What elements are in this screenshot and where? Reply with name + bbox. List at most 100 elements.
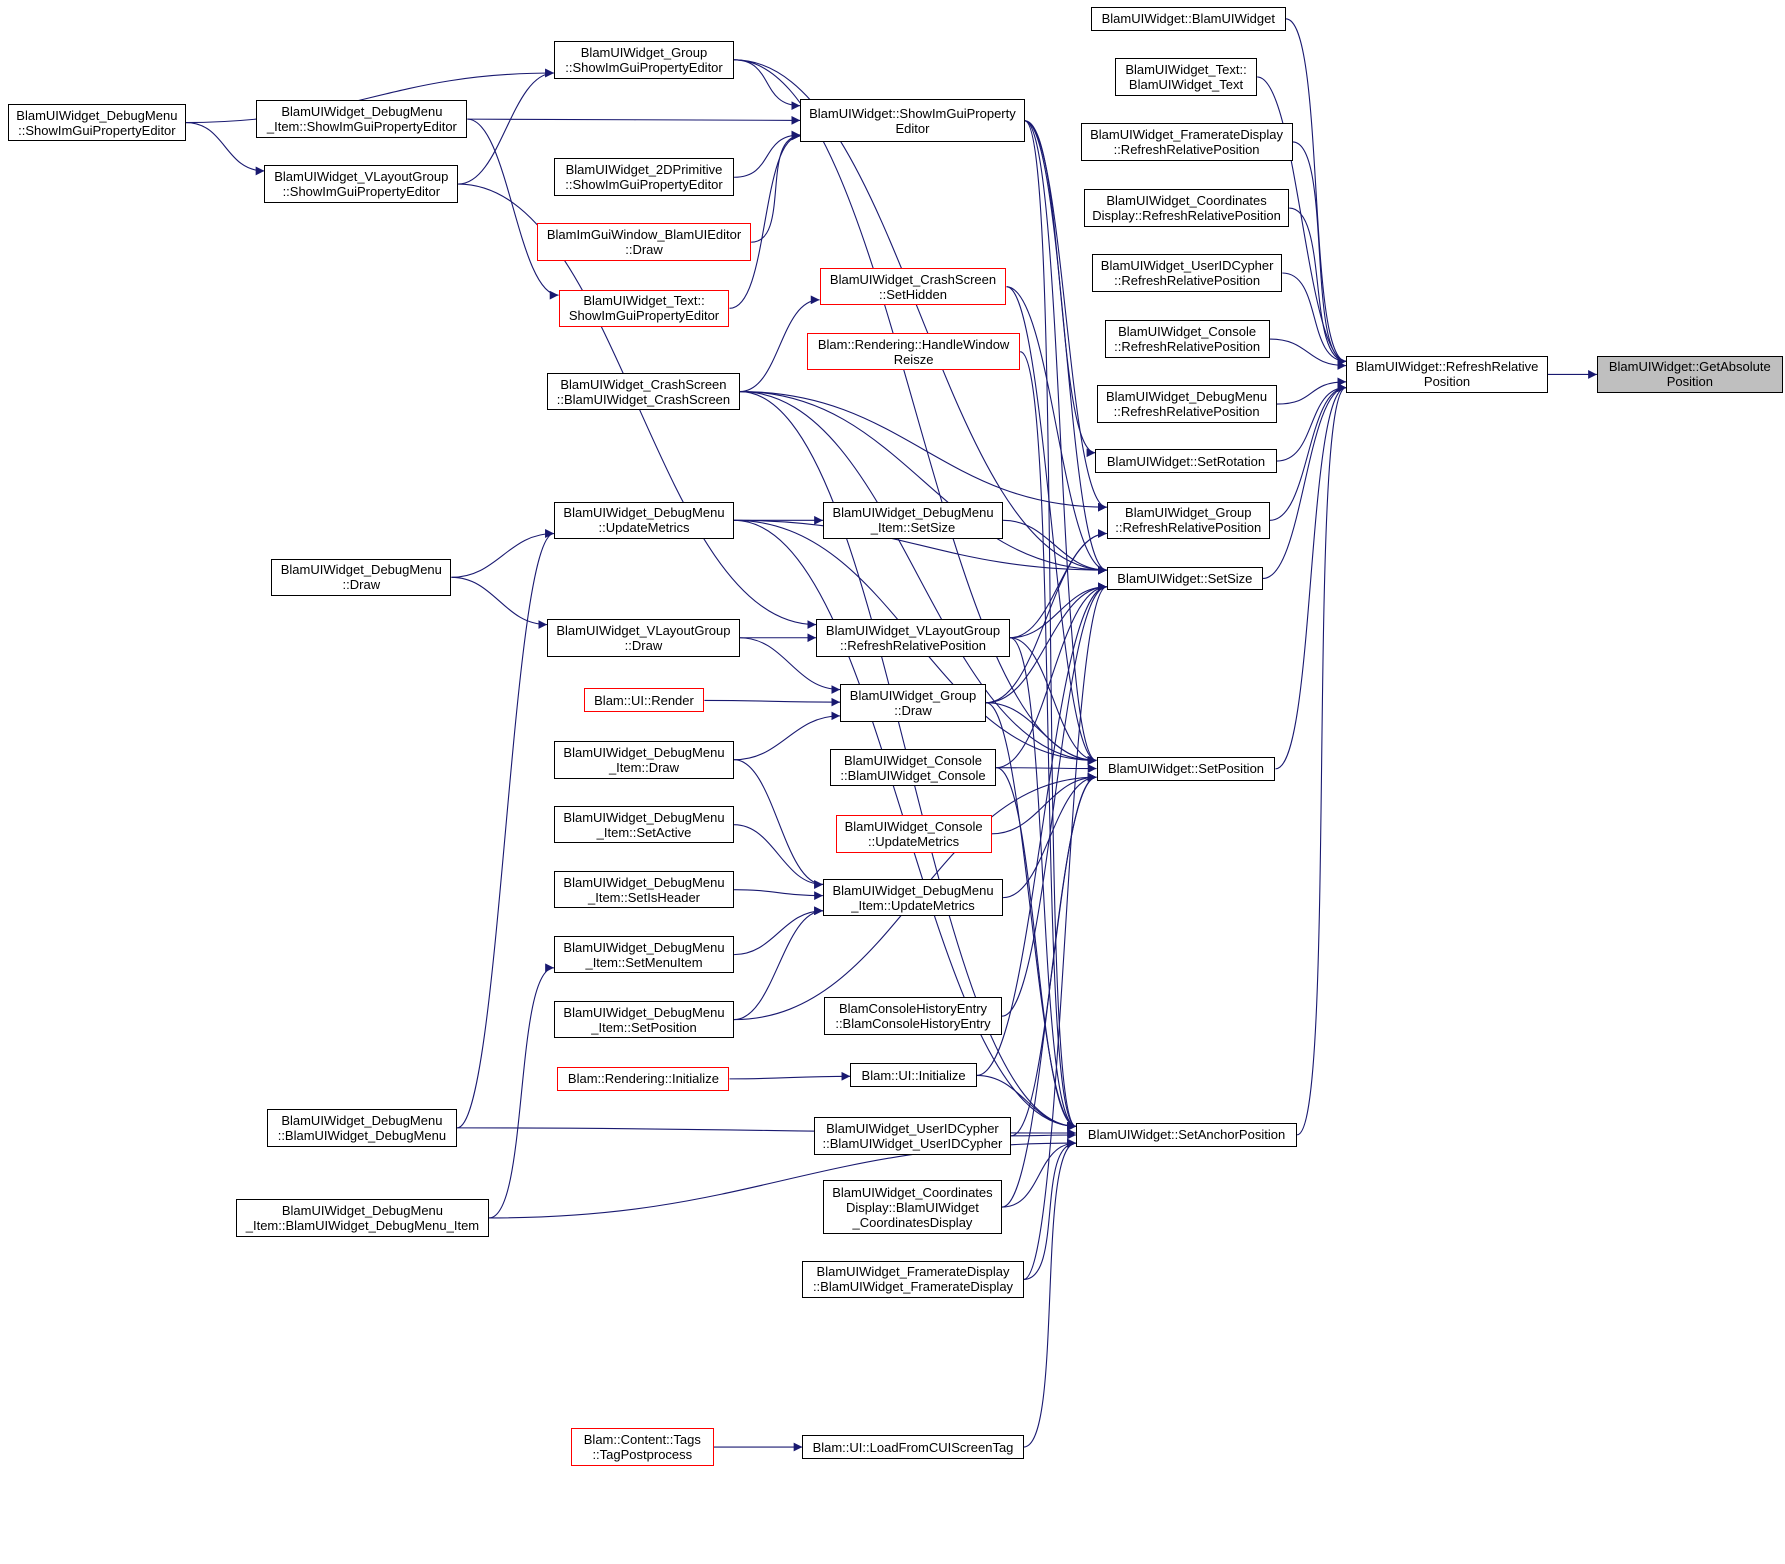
edge-uiinit-to-setsize <box>976 582 1107 1076</box>
edge-dmdraw-to-vldraw <box>451 576 548 629</box>
graph-node-cshid[interactable]: BlamUIWidget_CrashScreen::SetHidden <box>819 267 1007 306</box>
graph-node-rinit[interactable]: Blam::Rendering::Initialize <box>557 1066 730 1091</box>
edge-conum-to-setpos <box>991 772 1097 835</box>
graph-node-label: Display::BlamUIWidget <box>845 1199 979 1215</box>
edge-hwr-to-setanc <box>1019 351 1077 1131</box>
graph-node-label: BlamUIWidget_DebugMenu <box>563 505 725 521</box>
graph-node-label: ::UpdateMetrics <box>598 520 690 536</box>
graph-node-label: BlamUIWidget_Text <box>1128 76 1244 92</box>
edge-conctor-to-setpos <box>996 764 1097 773</box>
graph-node-label: BlamUIWidget_UserIDCypher <box>826 1120 999 1136</box>
edge-setanc-to-rrp <box>1296 383 1347 1136</box>
graph-node-dmictor[interactable]: BlamUIWidget_DebugMenu_Item::BlamUIWidge… <box>235 1199 489 1237</box>
graph-node-loadcui[interactable]: Blam::UI::LoadFromCUIScreenTag <box>802 1435 1024 1459</box>
graph-node-label: BlamUIWidget_DebugMenu <box>280 562 442 578</box>
graph-node-p2show[interactable]: BlamUIWidget_2DPrimitive::ShowImGuiPrope… <box>553 158 735 197</box>
graph-node-uctor[interactable]: BlamUIWidget_UserIDCypher::BlamUIWidget_… <box>813 1117 1012 1155</box>
graph-node-dmium[interactable]: BlamUIWidget_DebugMenu_Item::UpdateMetri… <box>822 878 1004 917</box>
graph-node-dmrrp[interactable]: BlamUIWidget_DebugMenu::RefreshRelativeP… <box>1096 385 1277 423</box>
edge-fdctor-to-setanc <box>1023 1138 1077 1281</box>
graph-node-dmiss[interactable]: BlamUIWidget_DebugMenu_Item::SetSize <box>822 501 1004 540</box>
graph-node-dmctor[interactable]: BlamUIWidget_DebugMenu::BlamUIWidget_Deb… <box>266 1109 458 1147</box>
graph-node-imdraw[interactable]: BlamImGuiWindow_BlamUIEditor::Draw <box>536 223 752 262</box>
graph-node-dmimi[interactable]: BlamUIWidget_DebugMenu_Item::SetMenuItem <box>553 935 735 974</box>
graph-node-label: ::RefreshRelativePosition <box>1113 404 1260 420</box>
graph-node-label: BlamUIWidget_DebugMenu <box>832 882 994 898</box>
edge-gshow-to-showpe <box>734 59 801 111</box>
graph-node-gdraw[interactable]: BlamUIWidget_Group::Draw <box>840 683 986 722</box>
graph-node-uiinit[interactable]: Blam::UI::Initialize <box>850 1063 977 1088</box>
graph-node-dmshow[interactable]: BlamUIWidget_DebugMenu::ShowImGuiPropert… <box>7 103 186 142</box>
graph-node-csctor[interactable]: BlamUIWidget_CrashScreen::BlamUIWidget_C… <box>547 372 740 411</box>
graph-node-label: _Item::Draw <box>608 759 680 775</box>
graph-node-conctor[interactable]: BlamUIWidget_Console::BlamUIWidget_Conso… <box>829 748 997 787</box>
graph-node-setpos[interactable]: BlamUIWidget::SetPosition <box>1096 756 1276 781</box>
graph-node-setrot[interactable]: BlamUIWidget::SetRotation <box>1095 449 1277 474</box>
graph-node-dmidraw[interactable]: BlamUIWidget_DebugMenu_Item::Draw <box>553 740 735 779</box>
graph-node-urrp[interactable]: BlamUIWidget_UserIDCypher::RefreshRelati… <box>1091 254 1283 292</box>
graph-node-fdctor[interactable]: BlamUIWidget_FramerateDisplay::BlamUIWid… <box>802 1260 1024 1299</box>
graph-node-dmiih[interactable]: BlamUIWidget_DebugMenu_Item::SetIsHeader <box>553 870 735 909</box>
edge-uirender-to-gdraw <box>704 697 841 707</box>
graph-node-label: BlamImGuiWindow_BlamUIEditor <box>546 227 742 243</box>
edge-setsize-to-rrp <box>1262 383 1347 580</box>
graph-node-label: ::ShowImGuiPropertyEditor <box>565 177 723 193</box>
graph-node-dmipos[interactable]: BlamUIWidget_DebugMenu_Item::SetPosition <box>553 1000 735 1039</box>
graph-node-vldraw[interactable]: BlamUIWidget_VLayoutGroup::Draw <box>547 618 740 657</box>
graph-node-tagpp[interactable]: Blam::Content::Tags::TagPostprocess <box>571 1428 714 1466</box>
edge-dmisa-to-dmium <box>734 824 823 889</box>
graph-node-frrp[interactable]: BlamUIWidget_FramerateDisplay::RefreshRe… <box>1080 123 1293 161</box>
graph-node-uirender[interactable]: Blam::UI::Render <box>583 688 705 713</box>
graph-node-setsize[interactable]: BlamUIWidget::SetSize <box>1106 566 1263 591</box>
edge-cshid-to-setpos <box>1006 286 1097 765</box>
graph-node-label: BlamUIWidget_DebugMenu <box>563 744 725 760</box>
graph-node-conrrp[interactable]: BlamUIWidget_Console::RefreshRelativePos… <box>1104 320 1270 358</box>
graph-node-label: BlamUIWidget_CrashScreen <box>829 271 997 287</box>
edge-chctor-to-setsize <box>1001 582 1107 1017</box>
graph-node-vlshow[interactable]: BlamUIWidget_VLayoutGroup::ShowImGuiProp… <box>264 165 459 203</box>
edge-gshow-to-setsize <box>734 59 1107 575</box>
edge-dmum-to-setsize <box>734 519 1107 575</box>
graph-node-label: Blam::UI::Initialize <box>861 1067 966 1083</box>
graph-node-tshow[interactable]: BlamUIWidget_Text::ShowImGuiPropertyEdit… <box>558 289 730 328</box>
edge-csctor-to-grrp <box>739 390 1107 512</box>
graph-node-label: BlamUIWidget_VLayoutGroup <box>556 622 731 638</box>
graph-node-textc[interactable]: BlamUIWidget_Text::BlamUIWidget_Text <box>1114 58 1258 96</box>
edge-ctor-to-rrp <box>1285 18 1347 366</box>
graph-node-label: BlamUIWidget_CrashScreen <box>560 376 727 392</box>
edge-dmshow-to-vlshow <box>185 121 265 176</box>
graph-node-label: BlamUIWidget_FramerateDisplay <box>816 1264 1010 1280</box>
graph-node-dmishow[interactable]: BlamUIWidget_DebugMenu_Item::ShowImGuiPr… <box>256 100 468 138</box>
graph-node-label: BlamUIWidget_DebugMenu <box>16 107 178 123</box>
edge-showpe-to-setsize <box>1024 120 1107 575</box>
graph-node-label: BlamUIWidget_Text:: <box>583 293 705 309</box>
graph-node-label: Blam::Rendering::Initialize <box>567 1071 719 1087</box>
edge-csctor-to-setsize <box>739 390 1107 575</box>
graph-node-ctor[interactable]: BlamUIWidget::BlamUIWidget <box>1090 6 1286 31</box>
graph-node-setanc[interactable]: BlamUIWidget::SetAnchorPosition <box>1076 1122 1298 1147</box>
graph-node-dmdraw[interactable]: BlamUIWidget_DebugMenu::Draw <box>271 558 452 597</box>
graph-node-chctor[interactable]: BlamConsoleHistoryEntry::BlamConsoleHist… <box>824 997 1002 1035</box>
graph-node-grrp[interactable]: BlamUIWidget_Group::RefreshRelativePosit… <box>1106 501 1270 540</box>
edge-frrp-to-rrp <box>1292 141 1347 366</box>
graph-node-label: ::RefreshRelativePosition <box>840 637 986 653</box>
graph-node-vlrrp[interactable]: BlamUIWidget_VLayoutGroup::RefreshRelati… <box>816 618 1010 657</box>
graph-node-label: BlamUIWidget_Group <box>1125 505 1252 521</box>
graph-node-label: BlamUIWidget_Group <box>580 44 708 60</box>
graph-node-gshow[interactable]: BlamUIWidget_Group::ShowImGuiPropertyEdi… <box>553 41 735 79</box>
graph-node-dmum[interactable]: BlamUIWidget_DebugMenu::UpdateMetrics <box>553 501 735 540</box>
graph-node-label: Blam::UI::LoadFromCUIScreenTag <box>812 1439 1014 1455</box>
graph-node-label: BlamUIWidget::SetRotation <box>1106 453 1266 469</box>
graph-node-label: BlamUIWidget::RefreshRelative <box>1355 359 1539 375</box>
graph-node-conum[interactable]: BlamUIWidget_Console::UpdateMetrics <box>835 814 992 853</box>
edge-gdraw-to-setsize <box>985 582 1107 704</box>
edge-loadcui-to-setanc <box>1023 1138 1077 1448</box>
graph-node-label: _Item::ShowImGuiPropertyEditor <box>266 119 457 135</box>
graph-node-dmisa[interactable]: BlamUIWidget_DebugMenu_Item::SetActive <box>553 805 735 844</box>
